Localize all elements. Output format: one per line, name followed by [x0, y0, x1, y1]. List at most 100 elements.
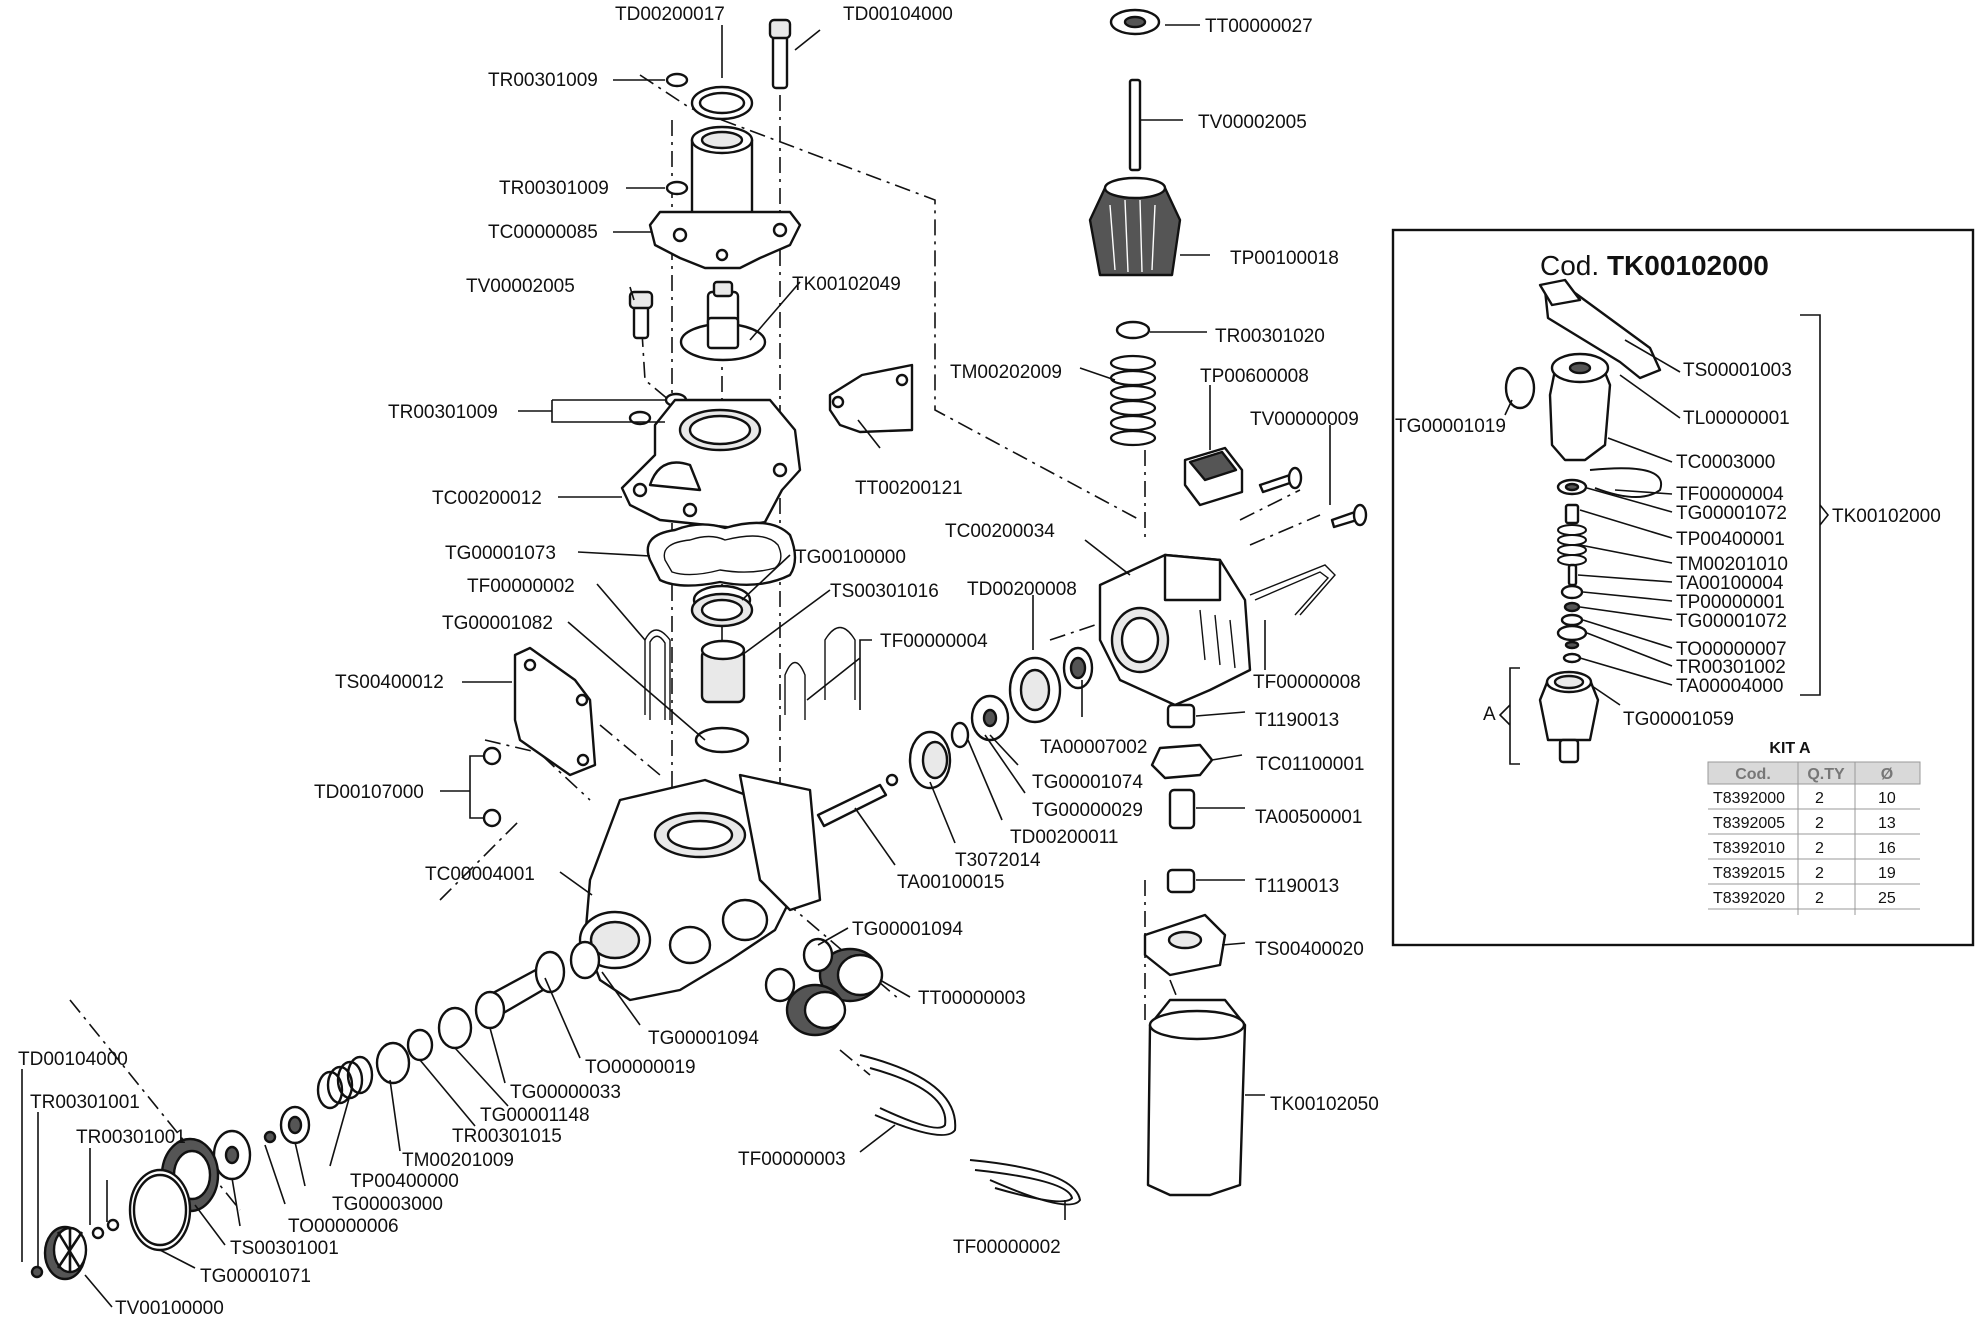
- part-label: TA00500001: [1255, 807, 1362, 828]
- part-label: TF00000008: [1253, 672, 1361, 693]
- part-label: TG00001073: [445, 543, 556, 564]
- part-label: TG00001082: [442, 613, 553, 634]
- kit-table-cell: 10: [1878, 790, 1896, 807]
- part-label: T1190013: [1255, 876, 1339, 897]
- kit-table-header: Cod.: [1735, 766, 1771, 783]
- part-label: TC00000085: [488, 222, 598, 243]
- part-label: TK00102050: [1270, 1094, 1379, 1115]
- part-label: TG00000033: [510, 1082, 621, 1103]
- kit-part-label: TL00000001: [1683, 408, 1790, 429]
- leader-lines: [21, 24, 1331, 1308]
- kit-table-cell: T8392000: [1713, 790, 1785, 807]
- part-label: TT00000003: [918, 988, 1026, 1009]
- part-label: TF00000004: [880, 631, 988, 652]
- part-label: TD00200008: [967, 579, 1077, 600]
- kit-table-cell: 2: [1815, 815, 1824, 832]
- part-labels: TD00200017 TD00104000 TR00301009 TR00301…: [18, 4, 1379, 1319]
- kit-part-label: TA00004000: [1676, 676, 1783, 697]
- part-label: TG00001094: [852, 919, 963, 940]
- part-label: TO00000019: [585, 1057, 696, 1078]
- kit-title: Cod. TK00102000: [1540, 250, 1769, 281]
- part-label: TC00004001: [425, 864, 535, 885]
- part-label: TR00301001: [30, 1092, 140, 1113]
- part-label: TD00200011: [1010, 827, 1118, 848]
- kit-part-label: TA00100004: [1676, 573, 1784, 594]
- part-label: TG00001071: [200, 1266, 311, 1287]
- part-label: TF00000002: [953, 1237, 1061, 1258]
- kit-table-cell: T8392020: [1713, 890, 1785, 907]
- kit-part-label: TP00400001: [1676, 529, 1785, 550]
- kit-table-header: Ø: [1881, 766, 1893, 783]
- kit-part-label: TG00001072: [1676, 611, 1787, 632]
- part-label: TV00002005: [466, 276, 575, 297]
- part-label: TD00104000: [843, 4, 953, 25]
- part-label: TF00000002: [467, 576, 575, 597]
- part-label: TC00200034: [945, 521, 1055, 542]
- part-label: TG00100000: [795, 547, 906, 568]
- kit-table-cell: 19: [1878, 865, 1896, 882]
- part-label: TA00100015: [897, 872, 1004, 893]
- kit-panel: Cod. TK00102000: [1391, 228, 1975, 947]
- part-label: TK00102049: [792, 274, 901, 295]
- kit-table-header: Q.TY: [1807, 766, 1845, 783]
- kit-table-cell: 2: [1815, 865, 1824, 882]
- part-label: TP00100018: [1230, 248, 1339, 269]
- part-label: TD00200017: [615, 4, 725, 25]
- part-label: T3072014: [955, 850, 1041, 871]
- kit-part-label: TG00001059: [1623, 709, 1734, 730]
- part-label: TS00301001: [230, 1238, 339, 1259]
- kit-title-code: TK00102000: [1607, 250, 1769, 281]
- part-label: TR00301001: [76, 1127, 186, 1148]
- part-label: TG00001074: [1032, 772, 1143, 793]
- part-label: TG00000029: [1032, 800, 1143, 821]
- kit-table-title: KIT A: [1769, 740, 1811, 757]
- part-label: TD00104000: [18, 1049, 128, 1070]
- part-label: TR00301015: [452, 1126, 562, 1147]
- kit-leader-lines: [1498, 314, 1830, 765]
- parts: [30, 8, 1368, 1281]
- part-label: TC00200012: [432, 488, 542, 509]
- part-label: TV00000009: [1250, 409, 1359, 430]
- part-label: TS00400012: [335, 672, 444, 693]
- kit-table-cell: 16: [1878, 840, 1896, 857]
- kit-table-cell: 25: [1878, 890, 1896, 907]
- part-label: TR00301009: [488, 70, 598, 91]
- kit-part-label: TS00001003: [1683, 360, 1792, 381]
- part-label: TS00301016: [830, 581, 939, 602]
- kit-part-label: TM00201010: [1676, 554, 1788, 575]
- part-label: TR00301009: [499, 178, 609, 199]
- kit-table-cell: 2: [1815, 890, 1824, 907]
- kit-part-label: TF00000004: [1676, 484, 1784, 505]
- part-label: TR00301020: [1215, 326, 1325, 347]
- part-label: TV00002005: [1198, 112, 1307, 133]
- part-label: TT00200121: [855, 478, 963, 499]
- kit-title-prefix: Cod.: [1540, 250, 1599, 281]
- kit-part-label: TG00001019: [1395, 416, 1506, 437]
- kit-section-label: A: [1483, 704, 1496, 725]
- kit-part-label: TP00000001: [1676, 592, 1785, 613]
- kit-table-cell: T8392015: [1713, 865, 1785, 882]
- part-label: TS00400020: [1255, 939, 1364, 960]
- part-label: TO00000006: [288, 1216, 399, 1237]
- kit-part-label: TO00000007: [1676, 639, 1787, 660]
- kit-part-label: TG00001072: [1676, 503, 1787, 524]
- part-label: TD00107000: [314, 782, 424, 803]
- part-label: TA00007002: [1040, 737, 1147, 758]
- part-label: TP00600008: [1200, 366, 1309, 387]
- part-label: TM00201009: [402, 1150, 514, 1171]
- part-label: TG00001148: [480, 1105, 590, 1126]
- part-label: TC01100001: [1256, 754, 1364, 775]
- part-label: TV00100000: [115, 1298, 224, 1316]
- kit-part-label: TK00102000: [1832, 506, 1941, 527]
- kit-table-cell: 13: [1878, 815, 1896, 832]
- part-label: TG00001094: [648, 1028, 759, 1049]
- kit-table-cell: 2: [1815, 840, 1824, 857]
- kit-table-cell: T8392010: [1713, 840, 1785, 857]
- part-label: TP00400000: [350, 1171, 459, 1192]
- kit-table-cell: 2: [1815, 790, 1824, 807]
- kit-part-label: TR00301002: [1676, 657, 1786, 678]
- part-label: T1190013: [1255, 710, 1339, 731]
- part-label: TT00000027: [1205, 16, 1313, 37]
